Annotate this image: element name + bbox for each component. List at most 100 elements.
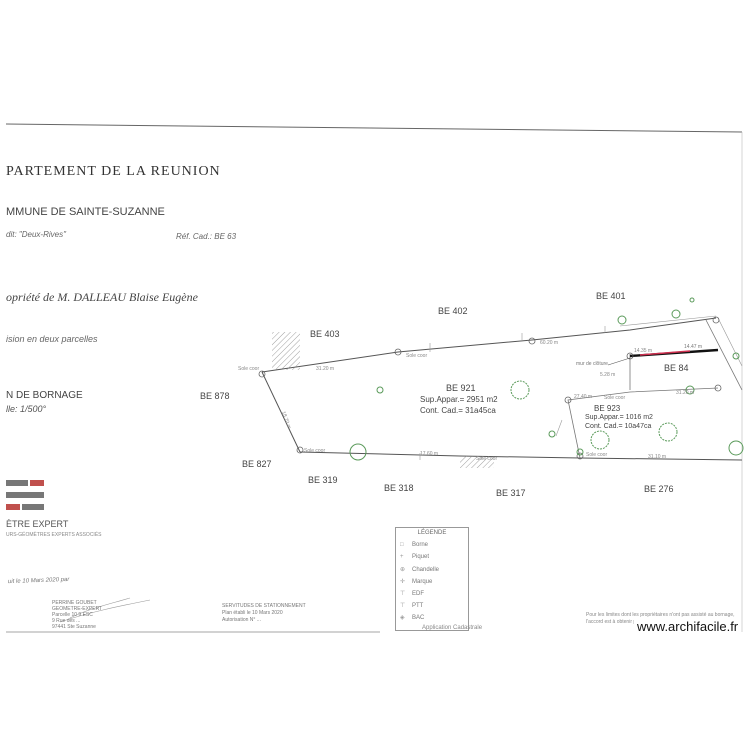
marker: [576, 452, 584, 460]
surveyor-stamp: PERRINE GOUBET GEOMETRE-EXPERT Parcelle …: [52, 600, 102, 630]
lot-923-label: BE 923: [594, 404, 621, 413]
trees: [349, 297, 744, 461]
boundary-markers: [258, 316, 722, 460]
distance: 14.35 m: [634, 348, 652, 354]
cadastral-reference: Réf. Cad.: BE 63: [176, 232, 237, 241]
distance: 27.40 m: [574, 394, 592, 400]
tree: [376, 386, 384, 394]
stamp-line: PERRINE GOUBET: [52, 600, 97, 606]
marque-icon: ✛: [400, 579, 406, 585]
legend-item: ✛ Marque: [400, 578, 432, 585]
signature: [59, 597, 151, 623]
distance: Sole coor: [586, 452, 607, 458]
legend-label: PTT: [412, 603, 424, 609]
legend-item: ⊕ Chandelle: [400, 566, 439, 573]
parcel-be878: BE 878: [200, 391, 230, 401]
marker: [564, 396, 572, 404]
legend-title: LÉGENDE: [417, 530, 447, 536]
parcel-be403: BE 403: [310, 329, 340, 339]
plan-title: N DE BORNAGE: [6, 390, 83, 401]
tree: [671, 309, 681, 319]
distance: 31.20 m: [676, 390, 694, 396]
bac-icon: ◈: [400, 615, 405, 621]
tree: [590, 430, 610, 450]
distance: 18.70 m: [280, 411, 292, 430]
top-border-line: [5, 123, 743, 133]
parcel-be317: BE 317: [496, 488, 526, 498]
distance: Sole coor: [304, 448, 325, 454]
legend-label: Borne: [412, 542, 429, 548]
lieu-dit: dit: "Deux-Rives": [6, 230, 66, 239]
lot-921-label: BE 921: [446, 383, 476, 393]
boundary-note: Pour les limites dont les propriétaires …: [586, 612, 735, 625]
distance: Sole coor: [476, 456, 497, 462]
legend-label: Piquet: [412, 554, 430, 560]
edf-icon: ⊤: [400, 591, 406, 597]
tree: [732, 352, 740, 360]
marker: [712, 316, 720, 324]
lot-923-cadastral: Cont. Cad.= 10a47ca: [585, 423, 652, 430]
legend-item: ⊤ PTT: [400, 602, 423, 609]
tree: [617, 315, 627, 325]
marker: [296, 446, 304, 454]
stamp-line: 97441 Ste Suzanne: [52, 624, 96, 630]
logo-bar: [22, 504, 44, 510]
parcel-be84: BE 84: [664, 363, 689, 373]
parcel-be402: BE 402: [438, 306, 468, 316]
marker: [714, 384, 722, 392]
tree: [576, 448, 584, 456]
commune-title: MMUNE DE SAINTE-SUZANNE: [6, 206, 165, 218]
logo-bar: [6, 492, 44, 498]
piquet-icon: +: [400, 554, 404, 560]
ptt-icon: ⊤: [400, 603, 406, 609]
legend-label: Marque: [412, 579, 433, 585]
lot-921-surface: Sup.Appar.= 2951 m2: [420, 395, 498, 404]
distance: Sole coor: [406, 353, 427, 359]
distance: Sole coor: [604, 395, 625, 401]
legend-label: Chandelle: [412, 567, 440, 573]
distance: 60.20 m: [540, 340, 558, 346]
measure-top: 14.47 m: [684, 344, 703, 350]
lot-921-cadastral: Cont. Cad.= 31a45ca: [420, 406, 496, 415]
tree: [685, 385, 695, 395]
marker: [394, 348, 402, 356]
wall-pointer: [607, 357, 631, 366]
surveyor-subtitle: URS-GÉOMÈTRES EXPERTS ASSOCIÉS: [6, 532, 102, 538]
hatched-strip: [460, 456, 494, 468]
borne-icon: □: [400, 542, 404, 548]
watermark-link[interactable]: www.archifacile.fr: [634, 618, 742, 635]
north-outer-line: [619, 315, 717, 327]
parcel-be319: BE 319: [308, 475, 338, 485]
east-road-line: [705, 319, 743, 391]
department-title: PARTEMENT DE LA REUNION: [6, 164, 221, 179]
stamp-line: GEOMETRE-EXPERT: [52, 606, 103, 612]
south-boundary: [299, 451, 743, 461]
tree: [689, 297, 695, 303]
logo-bar: [6, 480, 28, 486]
marker: [528, 337, 536, 345]
chandelle-icon: ⊕: [400, 567, 406, 573]
stamp-line: Plan établi le 10 Mars 2020: [222, 610, 283, 616]
marker: [258, 370, 266, 378]
logo-bar: [6, 504, 20, 510]
parcel-be318: BE 318: [384, 483, 414, 493]
parcel-be276: BE 276: [644, 484, 674, 494]
north-boundary: [261, 317, 717, 373]
tree: [349, 443, 367, 461]
hatched-building: [272, 332, 300, 370]
distance-labels: 31.20 m 60.20 m 18.70 m 17.60 m 31.10 m …: [238, 340, 694, 462]
legend-label: EDF: [412, 591, 424, 597]
legend-box: LÉGENDE □ Borne + Piquet ⊕ Chandelle ✛ Marqu…: [395, 527, 469, 631]
stamp-line: Parcelle 10 9 ESC: [52, 612, 93, 618]
distance: Sole coor: [238, 366, 259, 372]
distance: 31.20 m: [316, 366, 334, 372]
lot-923-surface: Sup.Appar.= 1016 m2: [585, 414, 653, 421]
marker: [626, 352, 634, 360]
legend-label: BAC: [412, 615, 425, 621]
parcel-be827: BE 827: [242, 459, 272, 469]
distance: 31.10 m: [648, 454, 666, 460]
parcel-be401: BE 401: [596, 291, 626, 301]
division-text: ision en deux parcelles: [6, 334, 98, 344]
stamp-line: SERVITUDES DE STATIONNEMENT: [222, 603, 306, 609]
